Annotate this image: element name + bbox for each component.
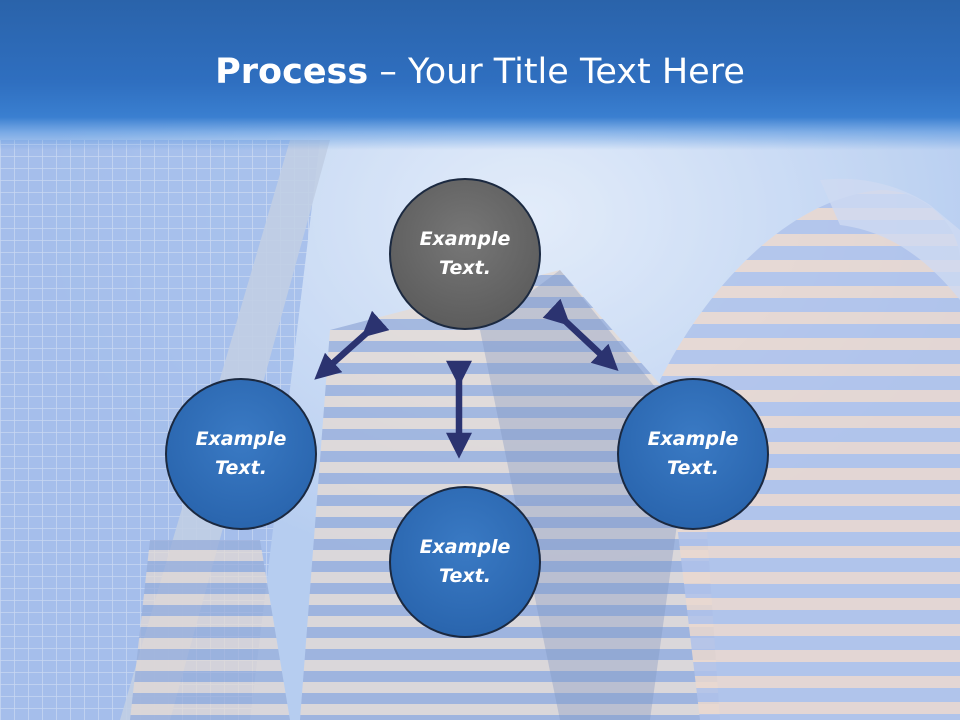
node-top-line1: Example — [419, 228, 511, 250]
slide-title: Process – Your Title Text Here — [0, 52, 960, 92]
arrow-top-right — [542, 298, 619, 372]
arrow-top-left — [314, 310, 390, 380]
title-rest: – Your Title Text Here — [368, 52, 745, 92]
node-bottom-line2: Text. — [439, 565, 491, 587]
process-node-left: Example Text. — [165, 378, 317, 530]
process-node-top: Example Text. — [389, 178, 541, 330]
node-left-line2: Text. — [215, 457, 267, 479]
title-bold: Process — [215, 52, 369, 92]
node-top-line2: Text. — [439, 257, 491, 279]
node-left-line1: Example — [195, 428, 287, 450]
process-node-bottom: Example Text. — [389, 486, 541, 638]
node-right-line1: Example — [647, 428, 739, 450]
title-bar — [0, 0, 960, 150]
node-bottom-line1: Example — [419, 536, 511, 558]
node-right-line2: Text. — [667, 457, 719, 479]
process-node-right: Example Text. — [617, 378, 769, 530]
